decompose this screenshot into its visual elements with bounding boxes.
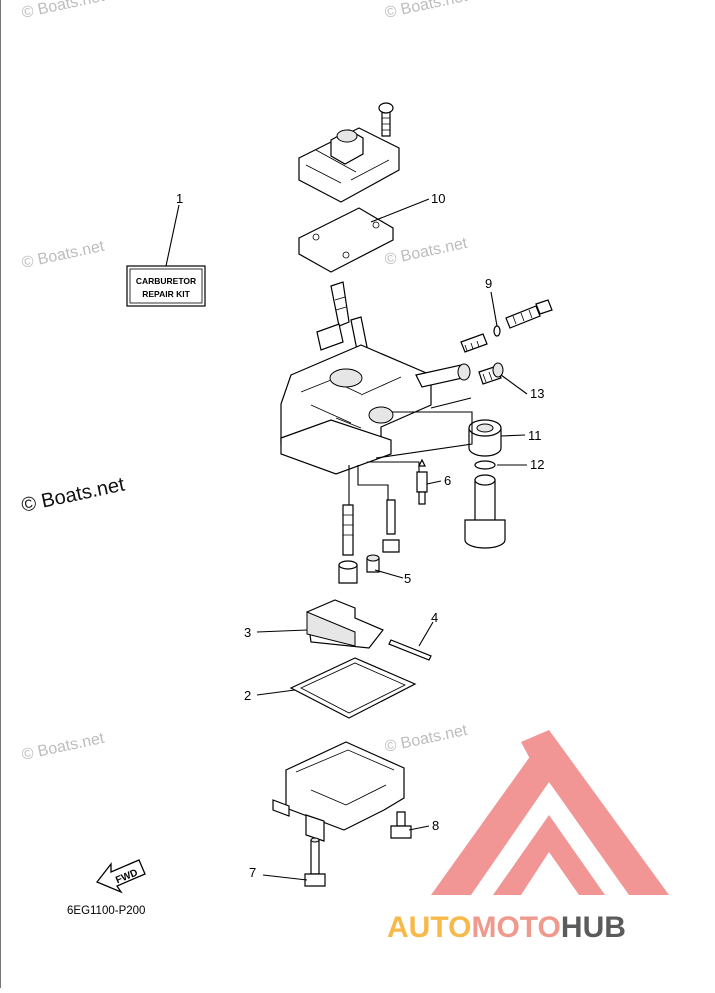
brand-auto: AUTO [387, 911, 471, 944]
watermark-top-left: © Boats.net [20, 0, 106, 22]
callout-13: 13 [530, 386, 544, 401]
callout-1: 1 [176, 191, 183, 206]
callout-11: 11 [528, 428, 542, 443]
part-11-12-assembly [464, 419, 506, 549]
float-pin-4 [388, 639, 432, 661]
needle-valve-6 [416, 458, 428, 505]
top-cover-assembly [298, 102, 400, 203]
brand-moto: MOTO [471, 911, 560, 944]
main-jet-column [338, 504, 358, 584]
callout-12: 12 [530, 457, 544, 472]
callout-7: 7 [249, 865, 256, 880]
float-3 [306, 599, 384, 649]
gasket-10 [298, 207, 394, 273]
pilot-jet-column [382, 499, 400, 553]
bowl-gasket-2 [289, 657, 417, 719]
callout-2: 2 [244, 688, 251, 703]
watermark-top-center: © Boats.net [383, 0, 469, 22]
kit-box-line2: REPAIR KIT [142, 289, 190, 299]
fwd-arrow-icon: FWD [95, 859, 146, 894]
callout-10: 10 [431, 191, 445, 206]
pilot-screw-9 [493, 299, 553, 337]
automotohub-logo-icon [431, 730, 669, 895]
float-bowl [272, 741, 405, 842]
watermark-low-left: © Boats.net [20, 730, 106, 764]
plug-5 [366, 554, 380, 573]
callout-numbers: 1 2 3 4 5 6 7 8 9 10 11 12 13 [176, 191, 544, 880]
callout-4: 4 [431, 610, 438, 625]
carburetor-body [280, 281, 488, 475]
assembly-guide-lines [348, 397, 473, 505]
callout-3: 3 [244, 625, 251, 640]
diagram-code: 6EG1100-P200 [67, 905, 145, 917]
callout-leaders [165, 198, 528, 881]
callout-9: 9 [485, 276, 492, 291]
brand-hub: HUB [561, 911, 626, 944]
watermark-center-left: © Boats.net [19, 473, 127, 516]
brand-wordmark: AUTOMOTOHUB [387, 911, 626, 944]
screw-8 [390, 811, 412, 839]
callout-8: 8 [432, 818, 439, 833]
kit-box-line1: CARBURETOR [136, 276, 196, 286]
watermark-mid-left: © Boats.net [20, 238, 106, 272]
watermark-mid-right: © Boats.net [383, 235, 469, 269]
callout-6: 6 [444, 473, 451, 488]
jet-13 [478, 362, 504, 385]
drain-screw-7 [304, 837, 326, 887]
watermark-low-right: © Boats.net [383, 722, 469, 756]
repair-kit-label-box: CARBURETOR REPAIR KIT [126, 265, 206, 307]
callout-5: 5 [404, 571, 411, 586]
